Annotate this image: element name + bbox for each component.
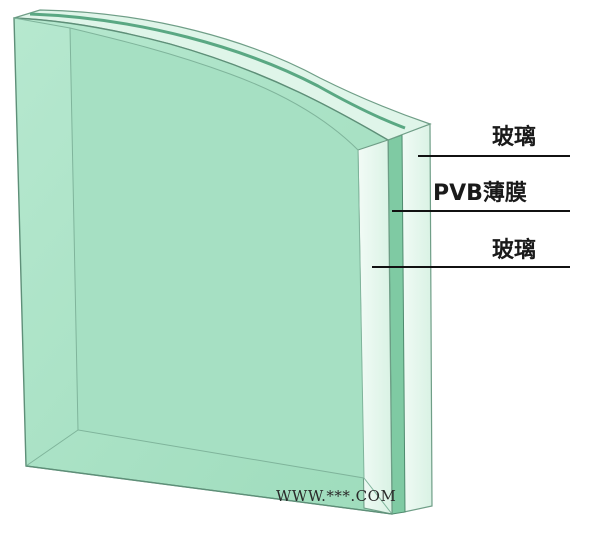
pvb-top-edge: [29, 12, 406, 130]
front-glass-inner-frame: [69, 27, 365, 479]
label-pvb-film: PVB薄膜: [433, 181, 527, 206]
label-glass-bottom: 玻璃: [492, 238, 537, 263]
bevel-line-top-left: [13, 17, 71, 29]
bevel-line-bottom-right: [363, 477, 393, 515]
bevel-line-bottom-left: [25, 429, 79, 467]
leader-line-glass-bottom: [372, 266, 570, 268]
label-glass-top: 玻璃: [492, 125, 537, 150]
leader-line-pvb-film: [392, 210, 570, 212]
leader-line-glass-top: [418, 155, 570, 157]
bevel-line-bottom: [25, 465, 393, 515]
watermark-text: WWW.***.COM: [276, 487, 397, 505]
